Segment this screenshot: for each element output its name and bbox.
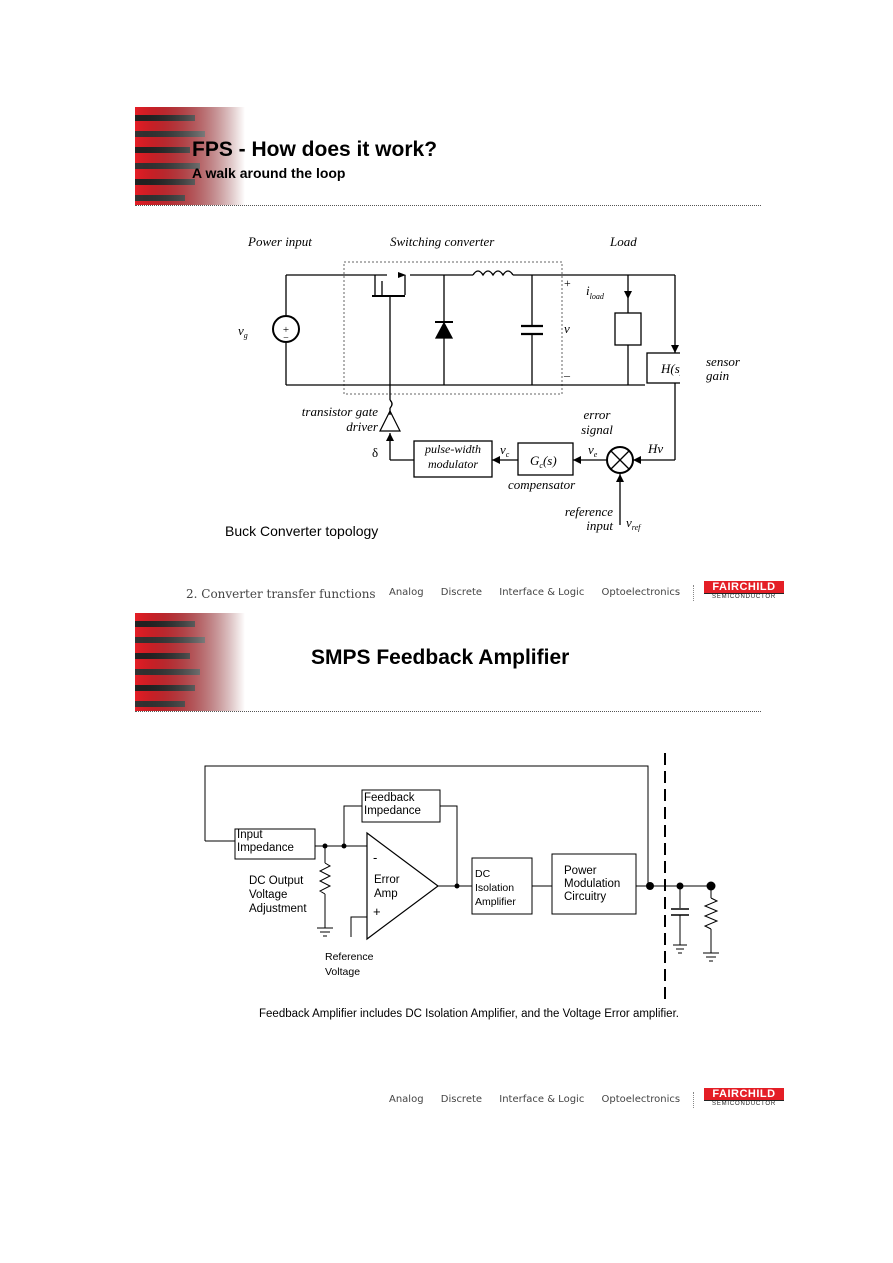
switching-converter-label: Switching converter	[390, 234, 495, 249]
slide-1: FPS - How does it work? A walk around th…	[0, 0, 893, 610]
opamp-plus: +	[373, 904, 381, 919]
footer-link-analog[interactable]: Analog	[389, 587, 424, 598]
ve-label: ve	[588, 442, 598, 459]
delta-label: δ	[372, 445, 378, 460]
divider	[135, 205, 761, 206]
hv-label: Hv	[647, 441, 663, 456]
caption-buck: Buck Converter topology	[225, 523, 379, 539]
footer-links-2: Analog Discrete Interface & Logic Optoel…	[389, 1094, 694, 1105]
red-stripe-decoration	[135, 107, 245, 205]
reference-input-text: reference input	[564, 504, 613, 533]
footer-link-interface[interactable]: Interface & Logic	[499, 1094, 585, 1105]
opamp-minus: -	[373, 850, 378, 865]
compensator-label: compensator	[508, 477, 576, 492]
transistor-gate-driver-text: transistor gate driver	[301, 404, 378, 434]
vref-label: vref	[626, 515, 642, 532]
fairchild-logo-2: FAIRCHILD SEMICONDUCTOR	[704, 1088, 784, 1108]
plus-sign: +	[564, 276, 571, 290]
footer-left-text: 2. Converter transfer functions	[186, 587, 376, 601]
error-amp-label: Error Amp	[374, 874, 400, 900]
v-label: v	[564, 321, 570, 336]
footer-link-discrete[interactable]: Discrete	[440, 1094, 483, 1105]
dc-output-adjust-label: DC Output Voltage Adjustment	[249, 875, 307, 915]
footer-link-analog[interactable]: Analog	[389, 1094, 424, 1105]
footer-link-opto[interactable]: Optoelectronics	[601, 587, 681, 598]
footer-separator	[693, 1092, 694, 1108]
pwm-text: pulse-width modulator	[425, 442, 481, 471]
error-signal-text: error signal	[581, 407, 613, 437]
svg-text:−: −	[283, 333, 289, 344]
red-stripe-decoration	[135, 613, 245, 711]
svg-text:+: +	[283, 324, 289, 336]
divider	[135, 711, 761, 712]
minus-sign: –	[563, 368, 571, 382]
slide-subtitle: A walk around the loop	[192, 165, 346, 181]
dc-isolation-label: DC Isolation Amplifier	[475, 868, 516, 908]
reference-voltage-label: Reference Voltage	[325, 951, 374, 978]
power-input-label: Power input	[247, 234, 312, 249]
load-label: Load	[609, 234, 637, 249]
sensor-gain-text: sensor gain	[706, 354, 740, 383]
input-impedance-label: Input Impedance	[237, 829, 294, 854]
caption-feedback: Feedback Amplifier includes DC Isolation…	[259, 1008, 679, 1020]
gc-label: Gc(s)	[530, 453, 557, 470]
footer-link-discrete[interactable]: Discrete	[440, 587, 483, 598]
slide-2-title: SMPS Feedback Amplifier	[311, 646, 570, 669]
footer-link-interface[interactable]: Interface & Logic	[499, 587, 585, 598]
vg-label: vg	[238, 323, 248, 340]
feedback-impedance-label: Feedback Impedance	[364, 792, 421, 817]
iload-label: iload	[586, 283, 605, 301]
footer-links: Analog Discrete Interface & Logic Optoel…	[389, 587, 694, 598]
footer-separator	[693, 585, 694, 601]
buck-converter-diagram: + − Power input Switching converter Load…	[238, 234, 680, 532]
feedback-amplifier-diagram	[204, 753, 719, 1000]
slide-title: FPS - How does it work?	[192, 138, 438, 161]
power-modulation-label: Power Modulation Circuitry	[564, 865, 621, 903]
fairchild-logo: FAIRCHILD SEMICONDUCTOR	[704, 581, 784, 601]
vc-label: vc	[500, 442, 510, 459]
hs-label: H(s)	[660, 361, 680, 376]
footer-link-opto[interactable]: Optoelectronics	[601, 1094, 681, 1105]
